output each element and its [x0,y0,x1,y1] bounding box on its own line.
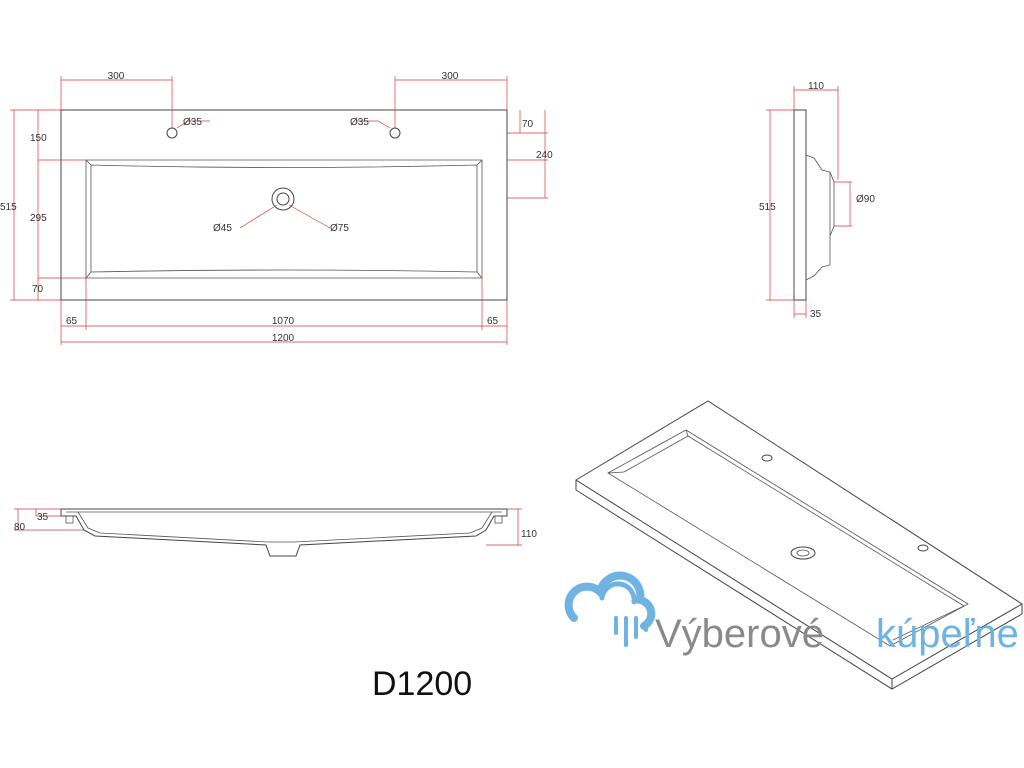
shower-cloud-icon [564,571,656,647]
iso-drain-icon [790,546,816,560]
dim-front-rim: 70 [32,284,44,295]
dim-side-rim-left: 65 [66,316,78,327]
tap-hole-left-icon [166,127,178,139]
dim-section-rim-thickness: 35 [37,512,49,523]
brand-name-part2: kúpeľne [876,612,1019,656]
brand-logo: Výberové kúpeľne [564,571,1019,656]
basin-outline [85,159,483,279]
dim-back-rim: 150 [30,133,47,144]
drain-outer-icon [271,187,295,211]
model-code: D1200 [372,665,472,703]
iso-tap-hole-icon [761,454,773,462]
drain-inner-icon [276,192,290,206]
dim-side-overall-depth: 515 [759,202,776,213]
section-outline [60,508,508,557]
dim-overall-depth: 515 [0,202,17,213]
basin-inner-outline [90,164,478,273]
tap-hole-right-icon [389,127,401,139]
dim-drain-inner: Ø45 [213,223,232,234]
side-view-slab [793,109,807,301]
brand-name-part1: Výberové [655,612,824,656]
dim-section-overall-height: 110 [521,529,537,540]
dim-basin-front-depth: 240 [536,150,553,161]
top-view: 300 300 Ø35 Ø35 70 240 515 150 295 70 Ø4… [0,71,553,345]
dim-overall-length: 1200 [272,333,295,344]
dim-basin-depth: 295 [30,213,47,224]
dim-tap-offset-left: 300 [108,71,125,82]
front-section-view: 35 80 110 [14,508,537,557]
side-view-basin [805,154,831,281]
dim-drain-outer: Ø75 [330,223,349,234]
iso-tap-hole-icon [917,544,929,552]
side-view: 110 515 Ø90 35 [759,81,875,320]
dim-tap-from-back: 70 [522,119,534,130]
dim-side-rim-right: 65 [487,316,499,327]
dim-tap-hole-left: Ø35 [183,117,202,128]
dim-section-rim-height: 80 [14,522,26,533]
isometric-view [575,400,1023,690]
dim-side-drain-diameter: Ø90 [856,194,875,205]
top-view-outline [60,109,508,301]
iso-basin-rim [607,429,969,647]
dim-tap-hole-right: Ø35 [350,117,369,128]
dim-side-thickness-top: 110 [808,81,824,92]
dim-side-rim-thickness: 35 [810,309,822,320]
iso-thickness [575,480,1023,690]
dim-tap-offset-right: 300 [442,71,459,82]
dim-basin-length: 1070 [272,316,295,327]
